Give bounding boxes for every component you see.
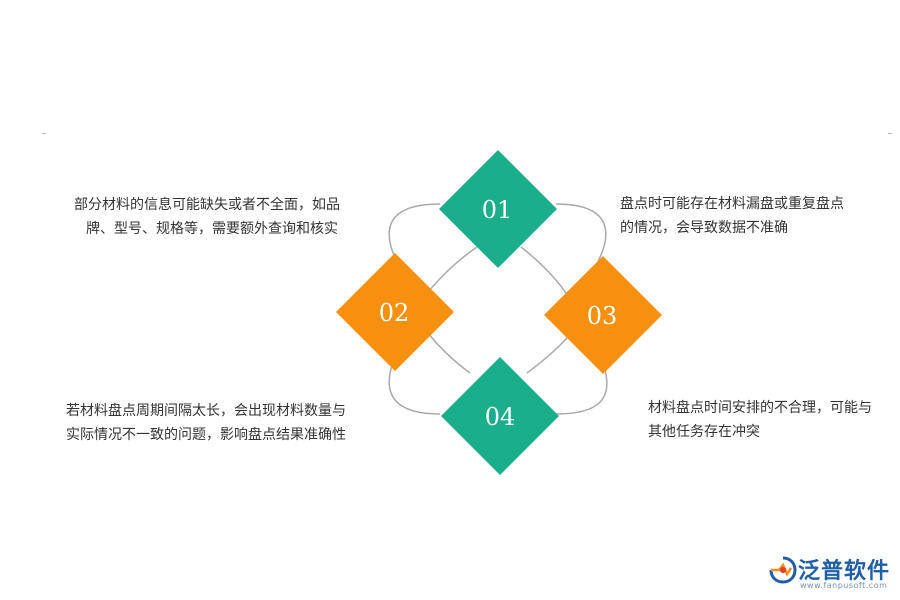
fanpu-logo-icon	[769, 556, 797, 584]
connector-curve-inner-topleft	[427, 246, 478, 293]
diamond-01	[439, 150, 557, 268]
description-01: 盘点时可能存在材料漏盘或重复盘点 的情况，会导致数据不准确	[620, 192, 844, 240]
description-01-line-2: 的情况，会导致数据不准确	[620, 220, 788, 236]
connector-curve-outer-bottomright	[555, 369, 608, 415]
number-04: 04	[485, 403, 516, 431]
number-01: 01	[482, 196, 513, 224]
corner-mark-right	[888, 133, 892, 134]
connector-curve-outer-topright	[555, 203, 607, 263]
diamond-04	[441, 357, 559, 475]
connector-curve-inner-bottomright	[526, 336, 569, 374]
brand-logo: 泛普软件 www.fanpusoft.com	[764, 553, 894, 597]
connector-curve-outer-topleft	[388, 203, 441, 263]
description-02: 部分材料的信息可能缺失或者不全面，如品 牌、型号、规格等，需要额外查询和核实	[70, 193, 360, 241]
description-02-line-1: 部分材料的信息可能缺失或者不全面，如品	[74, 197, 340, 213]
diamond-03	[544, 256, 662, 374]
connector-curve-outer-bottomleft	[388, 364, 441, 415]
diamond-02	[336, 253, 454, 371]
description-04-line-2: 实际情况不一致的问题，影响盘点结果准确性	[66, 427, 346, 443]
connector-curve-inner-topright	[520, 246, 569, 297]
description-04-line-1: 若材料盘点周期间隔太长，会出现材料数量与	[66, 403, 346, 419]
number-02: 02	[379, 299, 410, 327]
description-04: 若材料盘点周期间隔太长，会出现材料数量与 实际情况不一致的问题，影响盘点结果准确…	[66, 399, 346, 447]
description-02-line-2: 牌、型号、规格等，需要额外查询和核实	[86, 221, 338, 237]
brand-url: www.fanpusoft.com	[800, 581, 888, 590]
description-03-line-2: 其他任务存在冲突	[648, 424, 760, 440]
corner-mark-left	[42, 133, 46, 134]
description-01-line-1: 盘点时可能存在材料漏盘或重复盘点	[620, 196, 844, 212]
description-03: 材料盘点时间安排的不合理，可能与 其他任务存在冲突	[648, 396, 872, 444]
connector-curve-inner-bottomleft	[427, 332, 471, 374]
description-03-line-1: 材料盘点时间安排的不合理，可能与	[648, 400, 872, 416]
number-03: 03	[587, 302, 618, 330]
brand-name: 泛普软件	[798, 559, 891, 584]
